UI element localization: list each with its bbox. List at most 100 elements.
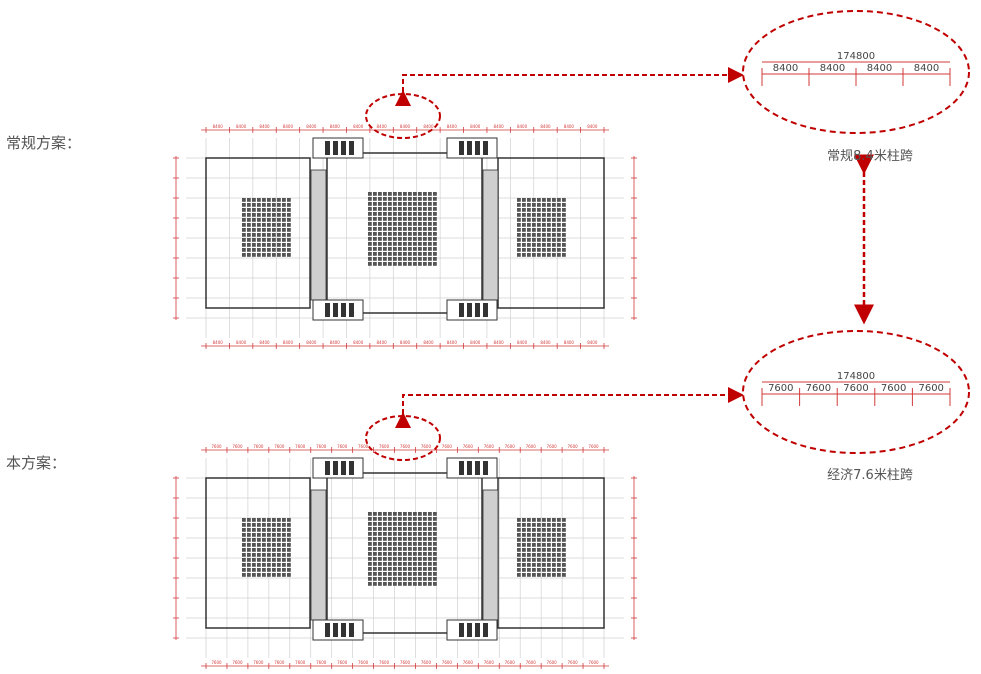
seat (423, 542, 427, 546)
seat (557, 573, 561, 577)
seat (532, 203, 536, 207)
seat (403, 582, 407, 586)
seat (262, 548, 266, 552)
seat (428, 537, 432, 541)
seat (277, 528, 281, 532)
dimension-label: 8400 (447, 340, 458, 345)
seat (262, 568, 266, 572)
seat (262, 518, 266, 522)
seat (368, 217, 372, 221)
seat (423, 257, 427, 261)
seat (252, 218, 256, 222)
seat (403, 572, 407, 576)
seat (532, 253, 536, 257)
seat (393, 542, 397, 546)
stair-step (483, 623, 488, 637)
seat (383, 247, 387, 251)
dimension-label: 8400 (470, 124, 481, 129)
seat (383, 542, 387, 546)
seat (368, 547, 372, 551)
seat (408, 557, 412, 561)
seat (428, 547, 432, 551)
seat (242, 558, 246, 562)
seat (517, 223, 521, 227)
seat (262, 238, 266, 242)
seat (398, 532, 402, 536)
seat (368, 192, 372, 196)
seat (398, 552, 402, 556)
seat (388, 222, 392, 226)
seat (378, 202, 382, 206)
seat (428, 572, 432, 576)
seat (373, 537, 377, 541)
seat (368, 202, 372, 206)
seat (542, 248, 546, 252)
seat (242, 548, 246, 552)
seat (408, 512, 412, 516)
seat (527, 243, 531, 247)
dimension-label: 7600 (588, 444, 599, 449)
seat (522, 538, 526, 542)
seat (378, 237, 382, 241)
seat (557, 518, 561, 522)
seat (433, 197, 437, 201)
seat (383, 192, 387, 196)
dimension-label: 8400 (306, 124, 317, 129)
seat (517, 518, 521, 522)
seat (532, 233, 536, 237)
seat (418, 207, 422, 211)
seat (272, 238, 276, 242)
seat (373, 512, 377, 516)
seat (373, 552, 377, 556)
seat (398, 217, 402, 221)
seat (408, 232, 412, 236)
seat (537, 568, 541, 572)
seat (547, 563, 551, 567)
seat (522, 523, 526, 527)
seat (413, 212, 417, 216)
seat (522, 203, 526, 207)
seat (527, 553, 531, 557)
seat (398, 212, 402, 216)
seat (423, 572, 427, 576)
seat (418, 562, 422, 566)
seat (557, 243, 561, 247)
seat (267, 523, 271, 527)
seat (562, 253, 566, 257)
seat (262, 573, 266, 577)
seat (403, 517, 407, 521)
seat (373, 207, 377, 211)
seat (272, 528, 276, 532)
seat (378, 522, 382, 526)
seat (433, 522, 437, 526)
seat (282, 228, 286, 232)
seat (287, 563, 291, 567)
caption-conventional: 常规8.4米柱跨 (827, 149, 913, 164)
seat (373, 202, 377, 206)
seat (413, 222, 417, 226)
seat (408, 212, 412, 216)
dimension-label: 8400 (423, 340, 434, 345)
seat (383, 582, 387, 586)
connector-arrow-a (395, 67, 744, 106)
seat (433, 202, 437, 206)
seat (373, 237, 377, 241)
seat (403, 532, 407, 536)
seat (257, 523, 261, 527)
seat (277, 243, 281, 247)
seat (277, 518, 281, 522)
dimension-label: 7600 (358, 444, 369, 449)
seat (267, 218, 271, 222)
seat (403, 232, 407, 236)
seat (393, 562, 397, 566)
seat (378, 207, 382, 211)
seat (247, 563, 251, 567)
seat (373, 522, 377, 526)
seat (413, 522, 417, 526)
seat (537, 553, 541, 557)
seat (282, 523, 286, 527)
seat (373, 567, 377, 571)
seat (522, 198, 526, 202)
stair-step (341, 461, 346, 475)
